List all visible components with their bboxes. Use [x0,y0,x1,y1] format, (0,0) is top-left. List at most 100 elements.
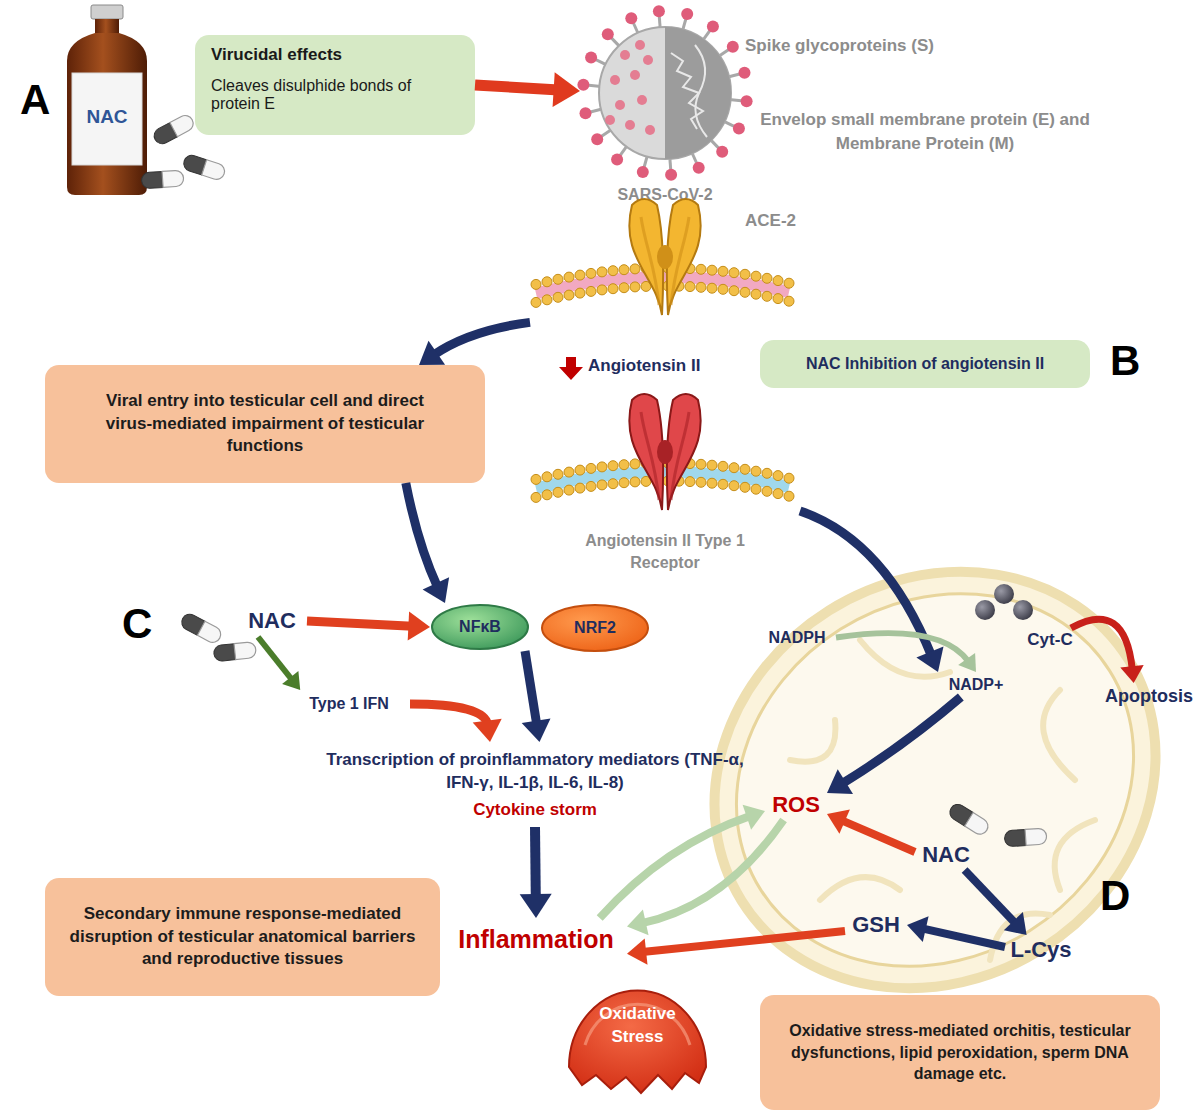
arrow-head [419,341,445,365]
flow-arrow [800,511,944,672]
arrow-shaft [1071,619,1132,669]
receptor-shape: ACE-2 [530,195,830,325]
molecule-label: Angiotensin II [588,356,738,376]
arrow-head [282,671,300,690]
arrow-head [916,647,943,673]
outcome-box: Secondary immune response-mediated disru… [45,878,440,996]
process-text: Inflammation [445,918,627,960]
stress-shape: Oxidative Stress [565,985,710,1095]
node-text: GSH [852,912,900,938]
node-text: Type 1 IFN [309,695,389,713]
arrow-shaft [800,511,932,656]
arrow-head [627,909,649,935]
flow-arrow [965,870,1027,935]
arrow-shaft [433,322,530,355]
node-text: NAC [62,106,152,128]
arrow-shaft [842,697,961,784]
arrow-shaft [307,621,413,626]
process-text: Transcription of proinflammatory mediato… [310,742,760,827]
node-text: Apoptosis [1105,686,1193,707]
arrow-head [520,894,552,918]
molecule-label: NADPH [758,625,836,650]
arrow-shaft [841,820,915,852]
molecule-label: GSH [845,910,907,940]
callout-label: Envelop small membrane protein (E) and M… [745,108,1105,156]
node-text: Inflammation [458,925,614,954]
flow-arrow [827,810,915,853]
virus-particle: SARS-CoV-2 [580,5,750,210]
arrow-shaft [922,928,1005,947]
flow-arrow [627,931,845,965]
flow-arrow [475,72,580,107]
node-text: Virucidal effects [211,45,342,65]
arrow-shaft [836,633,969,661]
arrow-head [473,719,502,742]
arrow-head [423,577,450,603]
decrease-arrow [559,357,583,380]
arrow-shaft [410,704,488,725]
factor-ellipse: NRF2 [540,603,650,653]
panel-letter: C [122,600,182,648]
capsule-icons [141,113,1047,847]
effect-box: Virucidal effectsCleaves disulphide bond… [195,35,475,135]
arrow-head [553,72,580,107]
node-text: Cyt-C [1027,630,1072,650]
receptor-shape: Angiotensin II Type 1 Receptor [530,390,800,585]
molecule-label: Cyt-C [1015,628,1085,652]
arrow-head [522,718,551,742]
molecule-label: NADP+ [938,672,1014,697]
node-text: NADPH [769,629,826,647]
inhibition-box: NAC Inhibition of angiotensin II [760,340,1090,388]
flow-arrow [307,611,430,640]
drug-bottle: NAC [62,5,152,195]
arrow-shaft [642,820,784,923]
drug-label: NAC [915,840,977,870]
arrow-shaft [525,651,537,725]
arrow-head [827,769,853,794]
node-text: Cytokine storm [473,800,597,820]
factor-ellipse: NFκB [430,603,530,651]
flow-arrow [600,805,765,918]
node-text: Oxidative stress-mediated orchitis, test… [786,1020,1134,1085]
node-text: NRF2 [574,619,616,637]
arrow-head [907,916,929,942]
flow-arrow [827,697,961,794]
node-text: Transcription of proinflammatory mediato… [320,749,750,795]
molecule-label: ROS [765,790,827,820]
arrow-shaft [406,483,438,587]
node-text: NAC [922,842,970,868]
flow-arrow [627,820,784,935]
node-text: NFκB [459,618,501,636]
node-text: Angiotensin II Type 1 Receptor [580,530,750,573]
panel-letter: B [1110,337,1170,385]
flow-arrow [907,916,1005,947]
flow-arrow [522,651,551,742]
arrow-shaft [530,827,541,899]
node-text: NAC [248,608,296,634]
molecule-label: L-Cys [1005,935,1077,965]
arrow-shaft [475,85,559,90]
virus-illustration [580,5,750,210]
arrow-shaft [600,816,751,918]
flow-arrow [1071,619,1144,683]
flow-arrow [410,704,502,742]
flow-arrow [520,827,552,918]
flow-arrow [836,633,976,672]
node-text: L-Cys [1010,937,1071,963]
node-text: Cleaves disulphide bonds of protein E [211,77,459,113]
arrow-head [1120,665,1143,683]
drug-label: NAC [237,605,307,637]
panel-letter: A [20,76,80,124]
node-text: Oxidative Stress [575,1003,700,1049]
node-text: NADP+ [949,676,1004,694]
mitochondrion [636,490,1200,1071]
panel-letter: D [1100,872,1160,920]
node-text: Viral entry into testicular cell and dir… [85,390,445,459]
arrow-head [743,805,765,830]
flow-arrow [258,637,300,690]
cytochrome-balls [975,584,1033,620]
node-text: NAC Inhibition of angiotensin II [806,355,1044,373]
